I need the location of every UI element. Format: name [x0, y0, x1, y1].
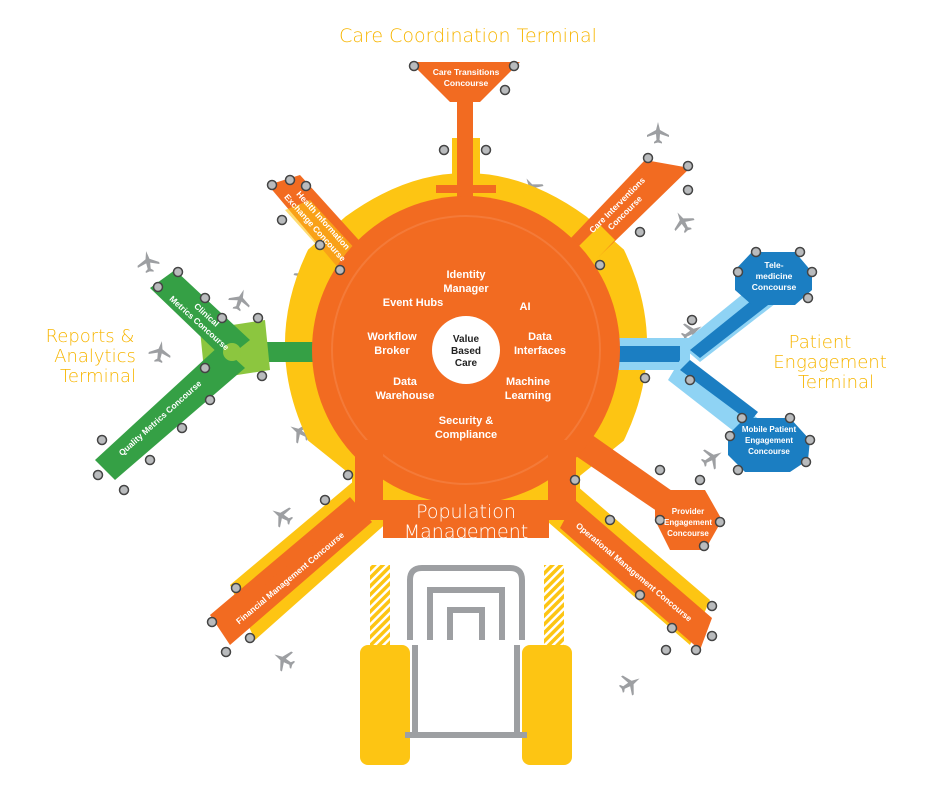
telemedicine-line3: Concourse — [752, 282, 797, 292]
parking-structure — [405, 565, 527, 738]
reports-terminal-line2: Analytics — [54, 346, 136, 367]
operational-concourse[interactable] — [548, 480, 712, 650]
airplane-icon — [266, 500, 297, 531]
airplane-icon — [667, 206, 698, 237]
machine-learning-line2: Learning — [505, 390, 551, 402]
machine-learning-line1: Machine — [506, 376, 550, 388]
workflow-broker-line1: Workflow — [367, 331, 417, 343]
airplane-icon — [615, 668, 646, 699]
mobile-engagement-line2: Engagement — [745, 436, 793, 445]
identity-manager-line1: Identity — [446, 269, 486, 281]
hub-center-line3: Care — [455, 358, 478, 369]
airplane-icon — [268, 644, 299, 675]
hub-center-line1: Value — [453, 334, 480, 345]
terminal-column — [544, 565, 564, 645]
ai-label: AI — [520, 301, 531, 313]
provider-engagement-line3: Concourse — [667, 529, 709, 538]
data-interfaces-line2: Interfaces — [514, 345, 566, 357]
financial-concourse[interactable] — [210, 480, 390, 645]
terminal-column — [370, 565, 390, 645]
reports-terminal-line1: Reports & — [46, 326, 135, 347]
gate-dots — [92, 60, 818, 658]
central-hub[interactable] — [312, 196, 620, 538]
care-transitions-line2: Concourse — [444, 78, 489, 88]
provider-engagement-line1: Provider — [672, 507, 704, 516]
population-terminal-line3: Terminal — [426, 541, 506, 563]
mobile-engagement-line1: Mobile Patient — [742, 425, 797, 434]
airplane-icon — [135, 249, 161, 275]
airplane-icon — [697, 442, 728, 473]
security-compliance-line2: Compliance — [435, 429, 497, 441]
patient-terminal-line1: Patient — [789, 332, 852, 353]
telemedicine-line2: medicine — [756, 271, 793, 281]
hub-center-line2: Based — [451, 346, 481, 357]
population-terminal-line2: Management — [404, 521, 529, 543]
care-coordination-terminal-label: Care Coordination Terminal — [339, 25, 597, 47]
provider-engagement-line2: Engagement — [664, 518, 712, 527]
patient-terminal-line2: Engagement — [773, 352, 887, 373]
care-transitions-line1: Care Transitions — [433, 67, 500, 77]
mobile-engagement-line3: Concourse — [748, 447, 790, 456]
telemedicine-line1: Tele- — [764, 260, 783, 270]
airplane-icon — [647, 122, 669, 144]
identity-manager-line2: Manager — [443, 283, 489, 295]
data-warehouse-line2: Warehouse — [376, 390, 435, 402]
reports-terminal-line3: Terminal — [60, 366, 136, 387]
workflow-broker-line2: Broker — [374, 345, 410, 357]
event-hubs-label: Event Hubs — [383, 297, 444, 309]
airplane-icon — [226, 285, 255, 314]
patient-terminal-line3: Terminal — [798, 372, 874, 393]
security-compliance-line1: Security & — [439, 415, 493, 427]
data-warehouse-line1: Data — [393, 376, 418, 388]
airplane-icon — [147, 339, 173, 365]
data-interfaces-line1: Data — [528, 331, 553, 343]
provider-engagement-concourse[interactable] — [570, 430, 722, 550]
quality-metrics-label: Quality Metrics Concourse — [117, 378, 204, 458]
population-terminal-line1: Population — [416, 501, 516, 523]
